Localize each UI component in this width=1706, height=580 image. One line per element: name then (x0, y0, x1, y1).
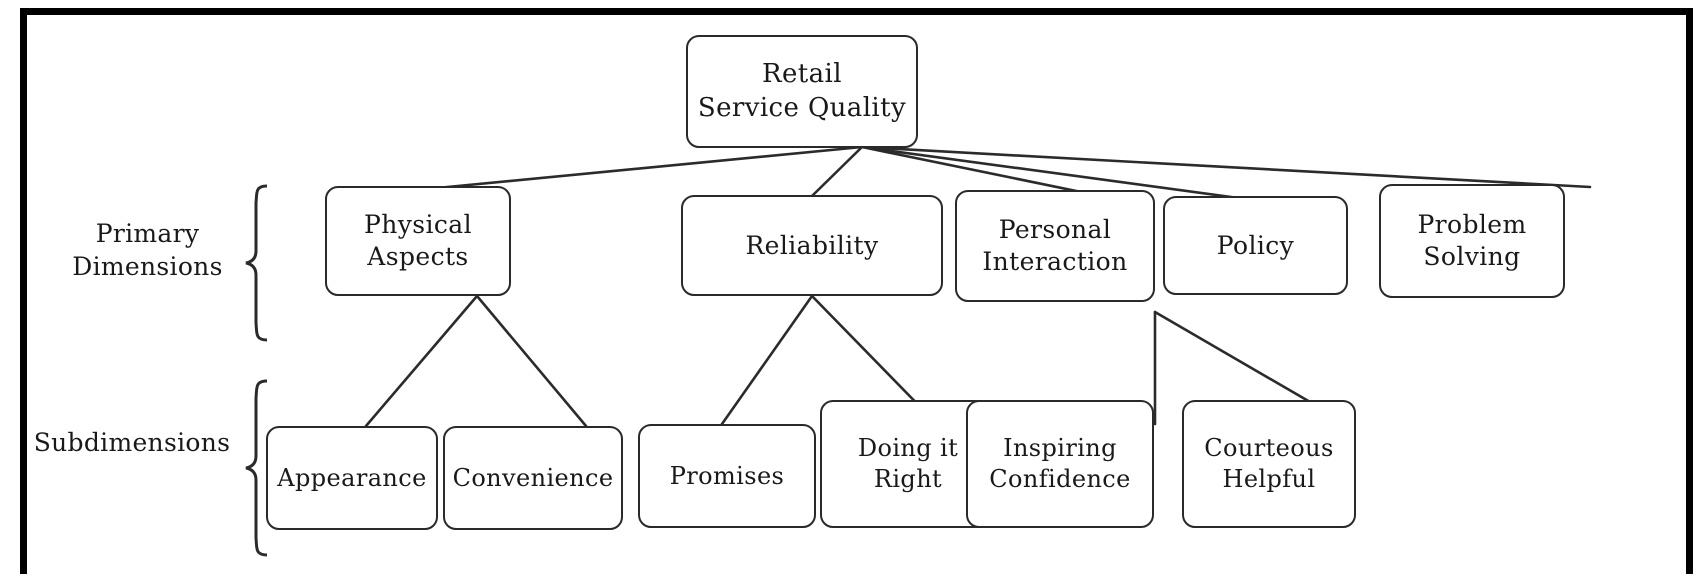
edge-physical-appearance (364, 294, 479, 428)
node-courteous-helpful[interactable]: Courteous Helpful (1182, 400, 1356, 528)
node-policy[interactable]: Policy (1163, 196, 1348, 295)
edge-root-problem-solving (860, 145, 1592, 189)
node-personal-interaction[interactable]: Personal Interaction (955, 190, 1155, 302)
row-label-primary-dimensions: Primary Dimensions (72, 219, 223, 281)
edge-root-reliability (810, 145, 864, 198)
node-promises[interactable]: Promises (638, 424, 816, 528)
node-problem-solving[interactable]: Problem Solving (1379, 184, 1565, 298)
edge-root-physical-aspects (435, 145, 864, 190)
edge-root-policy (860, 145, 1292, 207)
node-reliability[interactable]: Reliability (681, 195, 943, 296)
edge-reliability-promises (720, 294, 814, 426)
node-physical-aspects[interactable]: Physical Aspects (325, 186, 511, 296)
node-inspiring-confidence[interactable]: Inspiring Confidence (966, 400, 1154, 528)
brace-subdimensions (245, 379, 268, 557)
row-label-subdimensions: Subdimensions (33, 428, 231, 457)
node-appearance[interactable]: Appearance (266, 426, 438, 530)
diagram-frame (20, 8, 1690, 574)
edge-physical-convenience (475, 294, 588, 428)
node-retail-service-quality[interactable]: Retail Service Quality (686, 35, 918, 148)
brace-primary-dimensions (245, 184, 268, 342)
diagram-frame-right-edge (1686, 8, 1693, 574)
node-convenience[interactable]: Convenience (443, 426, 623, 530)
